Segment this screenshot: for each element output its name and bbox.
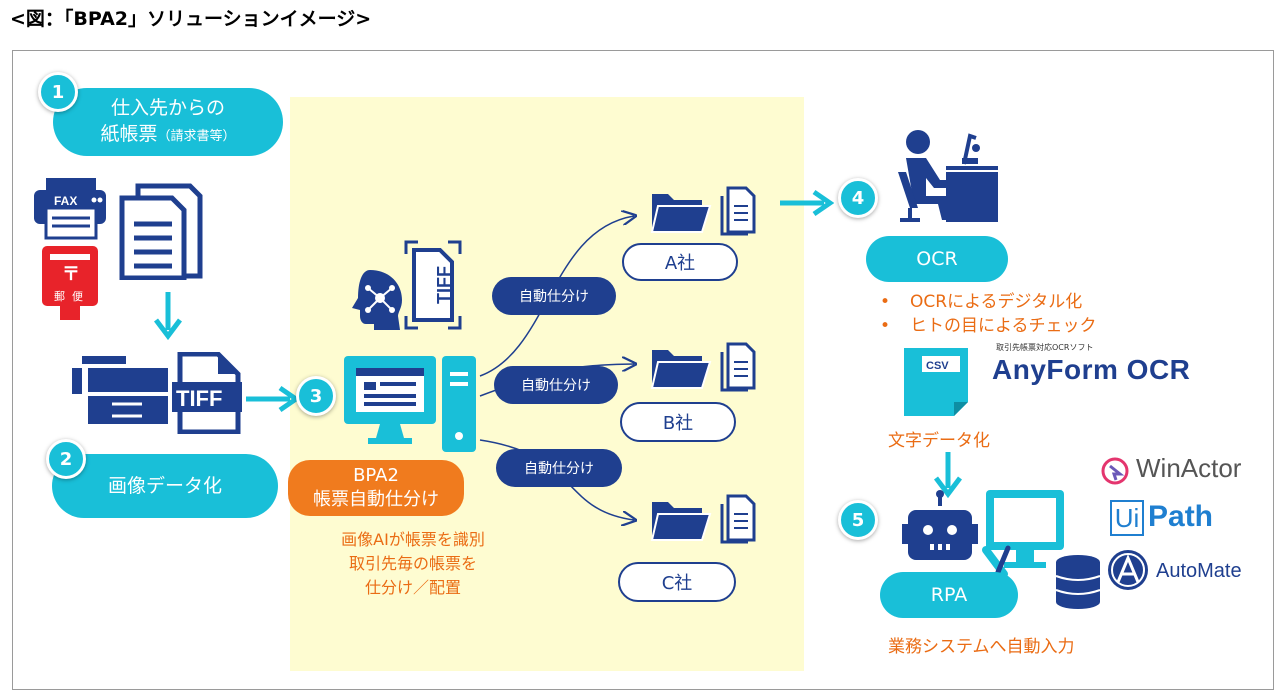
down-arrow-rpa-icon (934, 452, 962, 498)
fax-label: FAX (54, 194, 77, 208)
page-title: <図：「BPA2」ソリューションイメージ> (10, 8, 372, 30)
ocr-bullet-2: •ヒトの目によるチェック (880, 316, 1097, 336)
rpa-robot-icon (902, 490, 1101, 609)
person-at-desk-icon (898, 130, 998, 222)
step3-desc-line2: 取引先毎の帳票を (348, 554, 477, 573)
down-arrow-icon (154, 292, 182, 341)
step2-label: 画像データ化 (107, 475, 222, 497)
anyform-logo: AnyForm OCR (992, 354, 1191, 385)
step1-line1: 仕入先からの (110, 96, 225, 119)
ocr-caption: 文字データ化 (888, 431, 990, 451)
right-arrow-icon (246, 385, 300, 413)
csv-label: CSV (926, 360, 949, 372)
step4-badge: 4 (838, 178, 878, 218)
tiff-scan-label: TIFF (434, 266, 454, 304)
tiff-label: TIFF (176, 386, 222, 411)
ocr-label: OCR (916, 248, 958, 270)
step1-badge: 1 (38, 72, 78, 112)
postbox-char2: 便 (72, 290, 83, 303)
rpa-caption: 業務システムへ自動入力 (888, 637, 1075, 657)
step3-desc-line3: 仕分け／配置 (364, 578, 461, 597)
csv-icon: CSV (904, 348, 968, 416)
ai-head-icon (352, 270, 402, 330)
bpa2-label: BPA2 (353, 465, 399, 486)
bpa2-pill: BPA2 帳票自動仕分け (288, 460, 464, 516)
automate-logo: AutoMate (1156, 560, 1242, 582)
fax-icon: FAX (34, 178, 106, 240)
company-b-label: B社 (620, 402, 736, 442)
step2-pill: 画像データ化 (52, 454, 278, 518)
folder-doc-a-icon (650, 186, 756, 236)
computer-icon (344, 356, 476, 452)
diagram-frame (12, 50, 1274, 690)
company-a-label: A社 (622, 243, 738, 281)
sort-label-b: 自動仕分け (494, 366, 618, 404)
right-arrow-ocr-icon (780, 189, 834, 217)
uipath-path-text: Path (1148, 500, 1214, 533)
sort-label-a: 自動仕分け (492, 277, 616, 315)
winactor-logo: WinActor (1136, 453, 1242, 483)
automate-logo-icon (1108, 550, 1148, 590)
uipath-ui-box: Ui (1110, 500, 1144, 536)
step1-pill: 仕入先からの 紙帳票（請求書等） (53, 88, 283, 156)
step1-line2: 紙帳票（請求書等） (100, 122, 236, 145)
winactor-logo-icon (1101, 457, 1129, 485)
documents-icon (119, 183, 203, 280)
tiff-file-icon: TIFF (172, 352, 242, 434)
anyform-tagline: 取引先帳票対応OCRソフト (996, 343, 1094, 352)
folder-doc-b-icon (650, 342, 756, 392)
sort-label-c: 自動仕分け (496, 449, 622, 487)
postbox-symbol: 〒 (62, 264, 80, 285)
step2-badge: 2 (46, 439, 86, 479)
scanner-icon (72, 356, 168, 424)
step3-description: 画像AIが帳票を識別 取引先毎の帳票を 仕分け／配置 (318, 528, 508, 600)
step3-desc-line1: 画像AIが帳票を識別 (341, 530, 485, 549)
postbox-icon: 〒 郵 便 (42, 246, 98, 320)
postbox-char1: 郵 (54, 290, 65, 303)
step3-badge: 3 (296, 376, 336, 416)
ocr-bullet-1: •OCRによるデジタル化 (880, 292, 1083, 312)
rpa-label: RPA (930, 584, 968, 606)
folder-doc-c-icon (650, 494, 756, 544)
ocr-pill: OCR (866, 236, 1008, 282)
company-c-label: C社 (618, 562, 736, 602)
tiff-scan-icon: TIFF (404, 240, 462, 330)
rpa-pill: RPA (880, 572, 1018, 618)
step5-badge: 5 (838, 500, 878, 540)
bpa2-sublabel: 帳票自動仕分け (313, 489, 439, 510)
ocr-bullets: •OCRによるデジタル化 •ヒトの目によるチェック (880, 290, 1097, 338)
